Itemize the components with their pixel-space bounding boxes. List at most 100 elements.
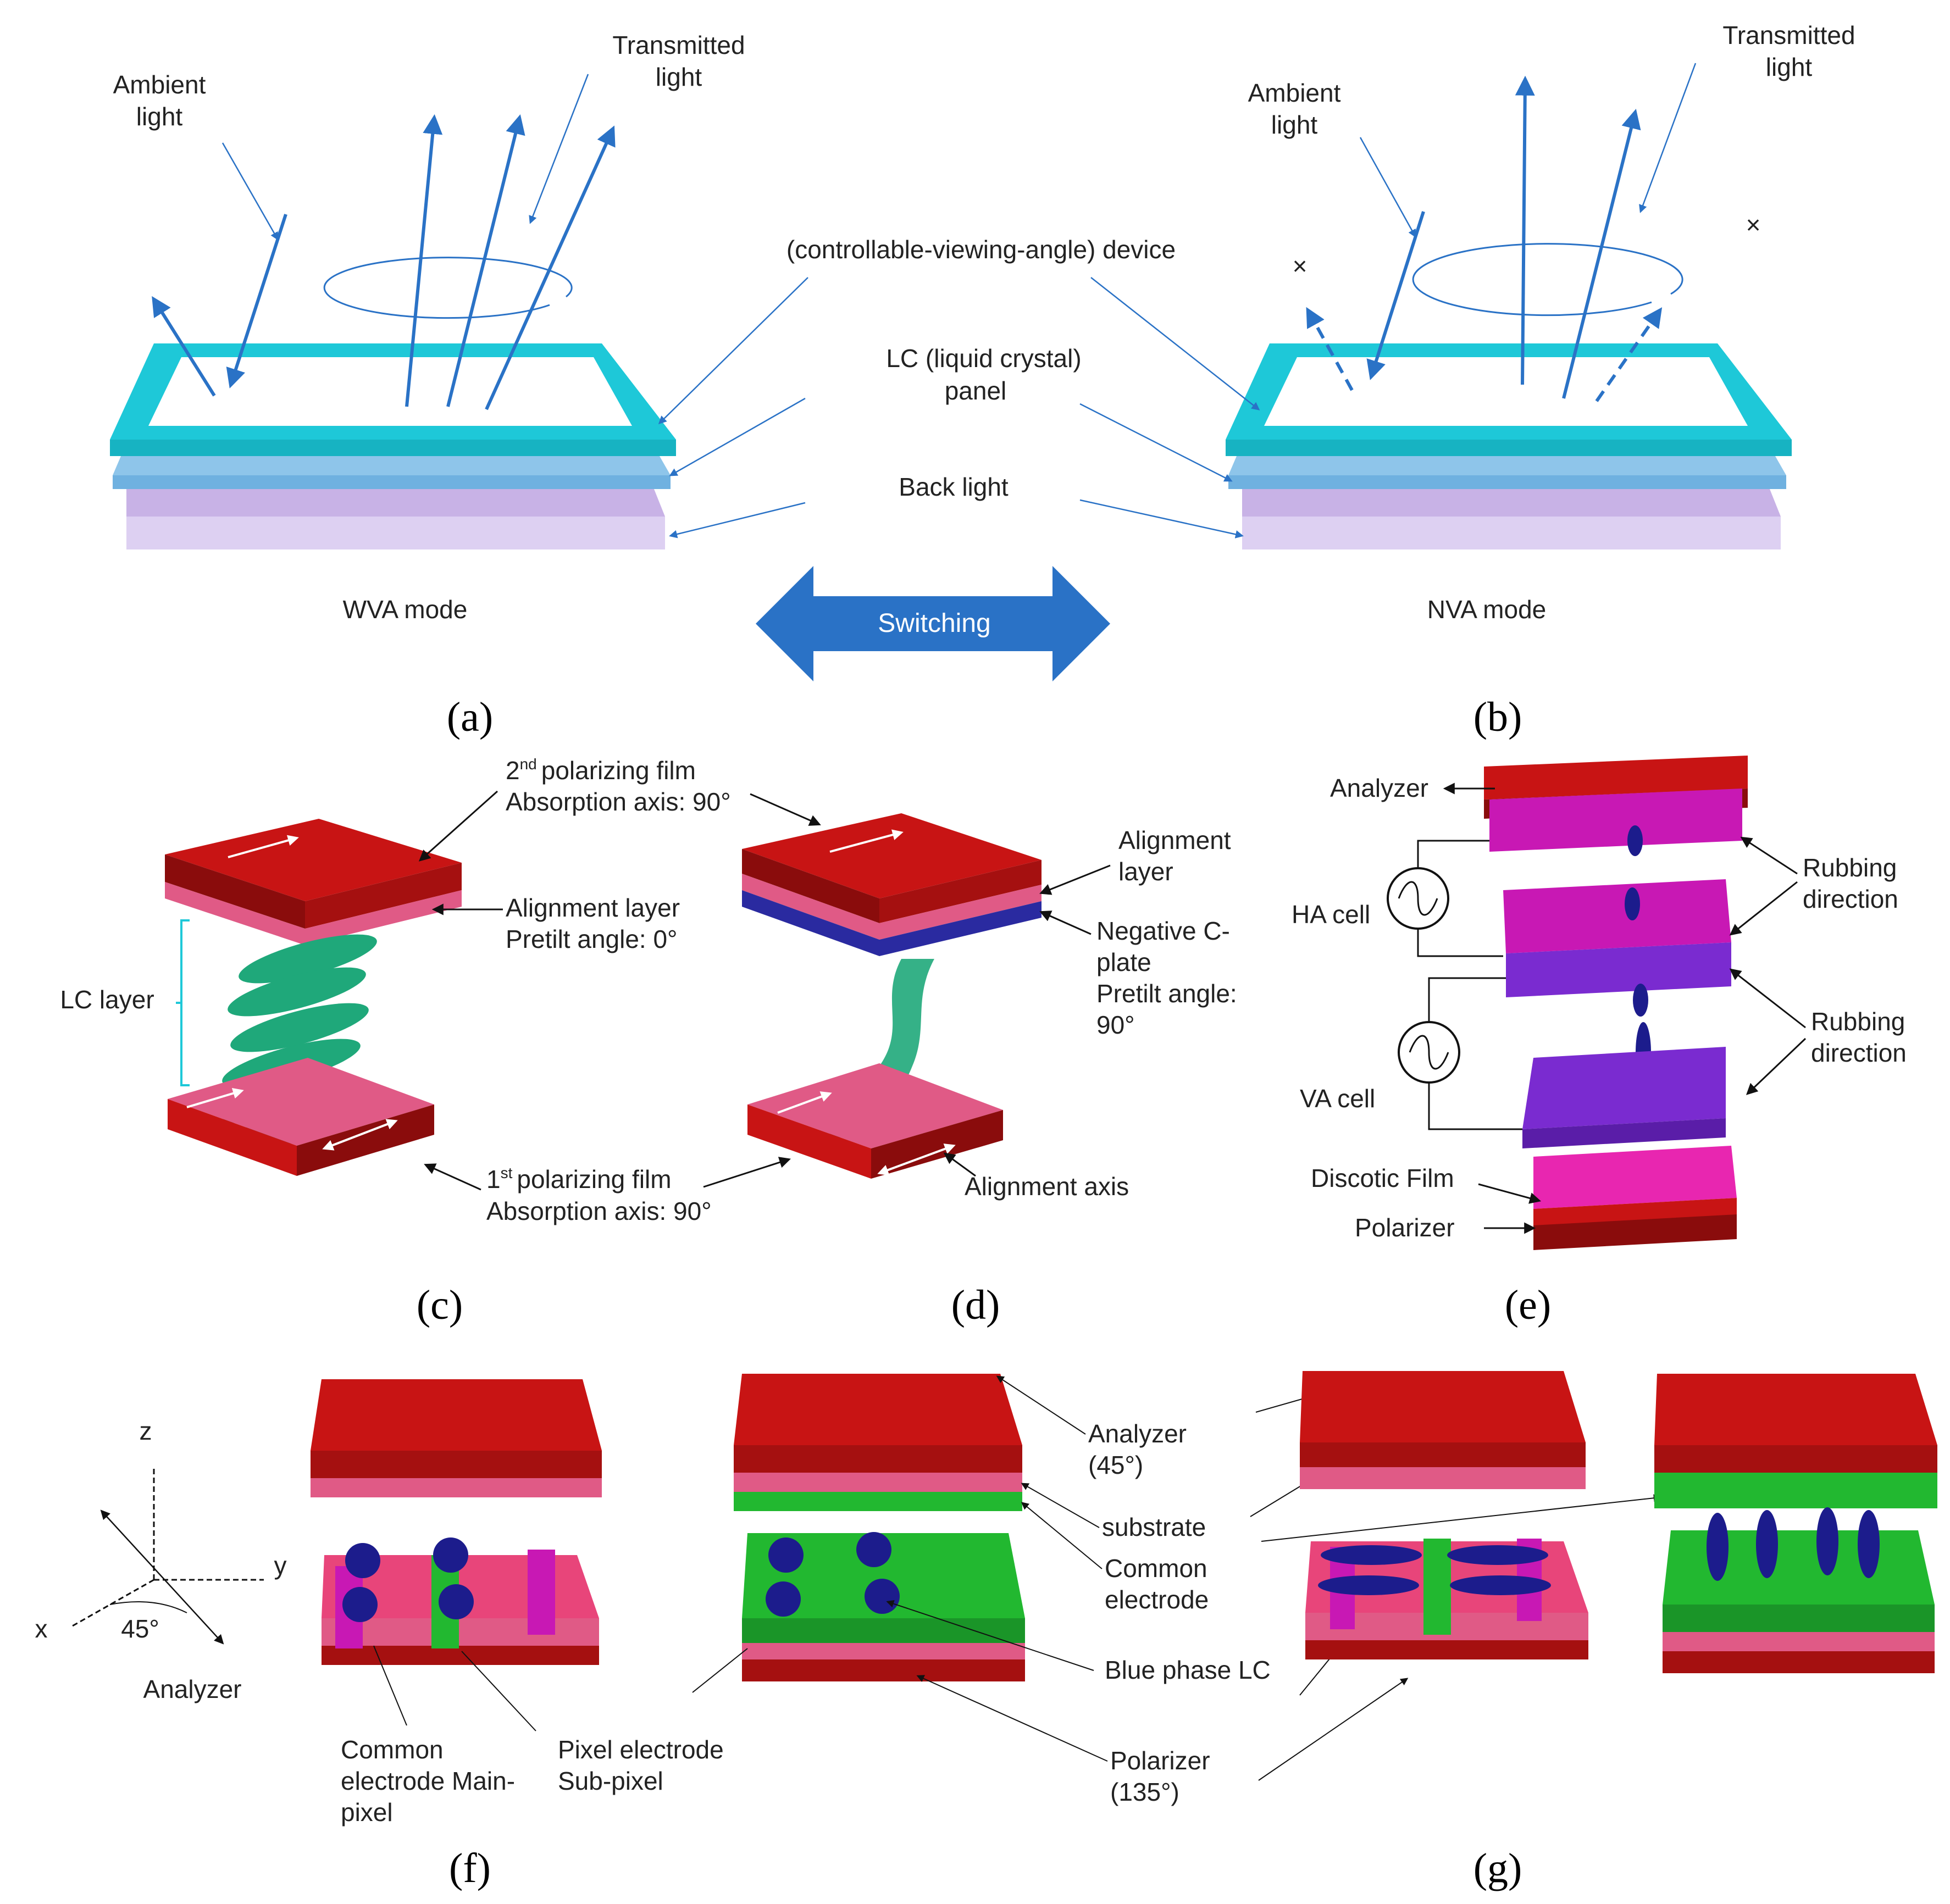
negative-c-plate [742,890,1042,956]
backlight-front [1242,517,1781,549]
leader-line [1039,911,1092,935]
panel-label-e: (e) [1505,1282,1551,1328]
backlight-front [126,517,665,549]
plate-front [742,1618,1025,1643]
first-film-ordinal: 1 [486,1165,501,1194]
pretilt-label: Pretilt angle: 0° [506,925,677,953]
ambient-ray [226,214,287,388]
common-electrode-strip [528,1550,555,1635]
leader-line [529,74,589,224]
ambient-ray [1366,211,1425,380]
ambient-light-label: light [136,102,183,131]
leader-line [669,502,806,539]
leader-line [1021,1483,1100,1528]
angle-arc [109,1601,187,1613]
transmitted-ray [405,114,443,407]
leader-line [1729,968,1806,1029]
switching-arrow [756,566,1110,681]
analyzer-label: Analyzer [1088,1419,1187,1448]
panel-a-wva: Ambient light Transmitted light WVA mode… [110,31,745,740]
lc-molecule [1633,984,1648,1017]
white-arrow [186,1088,244,1108]
plate-front [1522,1118,1726,1148]
first-film-text: polarizing film [517,1165,671,1194]
blue-phase-lc [865,1579,900,1614]
blue-phase-lc [439,1584,474,1619]
pixel-electrode-label: Sub-pixel [558,1767,663,1795]
blue-phase-lc [1707,1513,1729,1581]
panel-label-g: (g) [1473,1845,1522,1891]
film-side [747,1104,871,1179]
leader-line [1746,1037,1807,1095]
alignment-layer-label: Alignment layer [506,893,680,922]
leader-line [418,790,498,862]
substrate-label: substrate [1102,1513,1206,1541]
blue-phase-lc [433,1537,468,1573]
ha-cell-bottom [1503,879,1731,953]
leader-line [1258,1678,1409,1781]
second-film-text: polarizing film [541,756,696,785]
ac-wave [1398,881,1438,916]
transmitted-ray [1515,75,1535,385]
analyzer-plate [311,1379,602,1451]
cva-device-front [110,440,676,456]
transmitted-light-label: Transmitted [612,31,745,59]
lc-molecule [239,934,377,984]
ambient-light-label: light [1271,110,1318,139]
substrate-top [734,1473,1022,1492]
va-cell-label: VA cell [1300,1084,1375,1113]
second-polarizing-film [165,819,462,901]
blocked-ray [1306,307,1354,391]
leader-line [461,1651,536,1731]
leader-line [1261,1494,1661,1542]
blue-phase-lc [1318,1575,1419,1595]
lc-panel-layer [113,456,671,475]
blue-phase-lc [1321,1545,1422,1565]
plate-front [1663,1605,1935,1632]
leader-line [750,793,821,826]
pixel-electrode-label: Pixel electrode [558,1735,724,1764]
ac-wave [1409,1035,1449,1070]
panel-f: z y x 45° Analyzer Common electrode Main… [35,1379,724,1891]
analyzer-direction [100,1509,224,1645]
substrate-front [322,1618,599,1646]
cva-device-front [1226,440,1792,456]
panel-e: Analyzer HA cell VA cell Rubbing directi… [1292,756,1907,1328]
neg-c-plate-pretilt: 90° [1096,1011,1135,1039]
panel-g: Analyzer (45°) substrate Common electrod… [692,1371,1937,1891]
blue-phase-lc [1816,1507,1838,1575]
viewing-angle-ellipse [1412,243,1683,317]
analyzer-label: Analyzer [1330,774,1428,802]
film-side [879,860,1042,923]
blue-phase-lc [1756,1510,1778,1578]
leader-line [1079,403,1233,482]
white-arrow [877,1143,956,1175]
analyzer-label: (45°) [1088,1451,1143,1479]
plate-front [1506,942,1731,997]
film-side [305,863,462,929]
polarizer-front [1305,1640,1588,1659]
nva-mode-label: NVA mode [1427,595,1546,624]
leader-line [1359,137,1416,238]
lc-panel-layer [1228,456,1786,475]
common-electrode-label: Common [341,1735,444,1764]
ha-cell-top [1489,789,1742,852]
panel-d: Alignment layer Negative C- plate Pretil… [742,813,1237,1328]
cva-device-inner [148,357,632,426]
plate-front [1654,1445,1937,1473]
neg-c-plate-label: plate [1096,948,1151,976]
plate-front [1533,1214,1737,1250]
film-side [168,1099,297,1176]
substrate-top [311,1478,602,1497]
first-film-suffix: st [501,1164,513,1181]
transmitted-light-label: light [1766,53,1813,81]
film-side [165,854,305,929]
back-light-label: Back light [899,473,1009,501]
axis-z-label: z [140,1417,152,1445]
backlight-layer [126,489,665,517]
substrate-front [742,1643,1025,1659]
alignment-layer [742,874,1042,940]
reflected-ray [152,296,216,397]
